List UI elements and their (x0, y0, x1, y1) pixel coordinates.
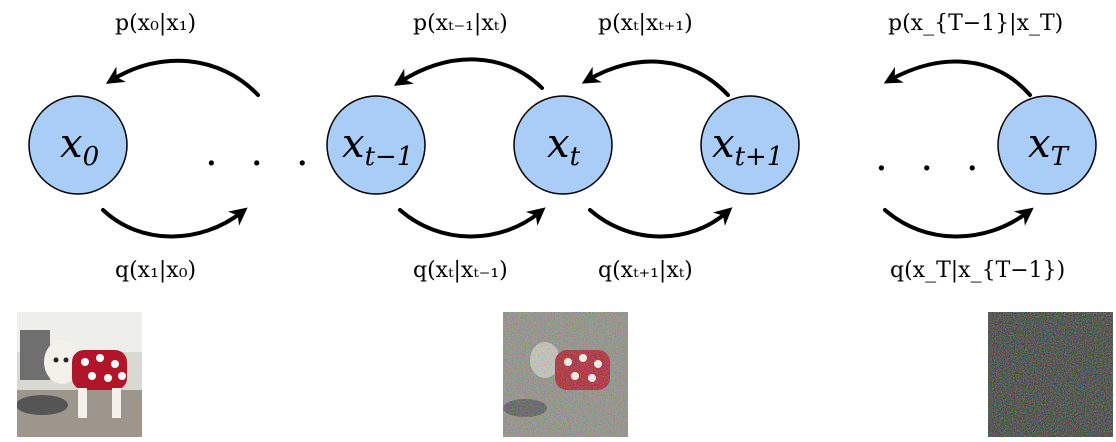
label-p1: p(x₀|x₁) (115, 11, 196, 36)
svg-text:xt+1: xt+1 (712, 121, 783, 172)
svg-text:x0: x0 (60, 121, 99, 172)
node-x-t-plus-1: xt+1 (700, 95, 800, 195)
partially-noised-dog-photo (503, 312, 628, 437)
label-p2: p(xₜ₋₁|xₜ) (413, 11, 508, 36)
reverse-arrow-p4 (883, 59, 1032, 97)
reverse-arrow-p1 (105, 58, 260, 97)
label-p4: p(x_{T−1}|x_T) (888, 11, 1063, 36)
node-x0: x0 (28, 95, 128, 195)
label-q2: q(xₜ|xₜ₋₁) (413, 258, 508, 283)
pure-noise-image (988, 312, 1113, 437)
node-x-t: xt (513, 95, 613, 195)
ellipsis-left: . . . (205, 129, 319, 175)
label-p3: p(xₜ|xₜ₊₁) (598, 11, 693, 36)
forward-arrow-q2 (398, 207, 546, 239)
svg-text:xt: xt (547, 121, 581, 172)
svg-text:xT: xT (1028, 121, 1070, 172)
svg-text:xt−1: xt−1 (342, 121, 413, 172)
ellipsis-right: . . . (875, 134, 989, 180)
node-x-t-minus-1: xt−1 (326, 95, 426, 195)
forward-arrow-q3 (588, 207, 733, 239)
reverse-arrow-p3 (581, 59, 730, 97)
label-q4: q(x_T|x_{T−1}) (890, 258, 1065, 283)
label-q1: q(x₁|x₀) (115, 258, 196, 283)
node-x-T: xT (997, 95, 1097, 195)
forward-arrow-q4 (883, 207, 1034, 239)
clean-dog-photo (17, 312, 142, 437)
label-q3: q(xₜ₊₁|xₜ) (598, 258, 693, 283)
forward-arrow-q1 (101, 207, 248, 239)
reverse-arrow-p2 (393, 57, 544, 90)
